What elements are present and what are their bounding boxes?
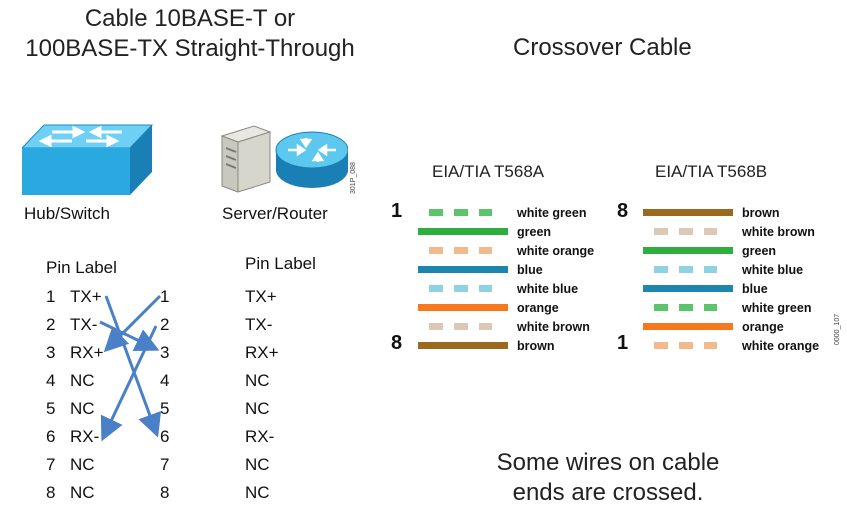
hub-switch-label: Hub/Switch <box>24 204 110 223</box>
striped-wire <box>418 209 492 216</box>
wire-label: white blue <box>742 263 804 277</box>
striped-wire <box>418 247 492 254</box>
arrow-rx-plus <box>103 294 162 353</box>
solid-wire <box>643 285 733 292</box>
right-pin-number: 8 <box>160 483 170 502</box>
right-pin-label: RX- <box>245 427 275 446</box>
left-pin-label: RX+ <box>70 343 104 362</box>
note-line1: Some wires on cable <box>496 449 720 476</box>
wire-label: orange <box>517 301 559 315</box>
left-pin-label: RX- <box>70 427 100 446</box>
striped-wire <box>418 323 492 330</box>
right-pin-header: Pin Label <box>245 254 316 273</box>
figure-code: 0000_107 <box>834 313 841 345</box>
solid-wire <box>643 209 733 216</box>
right-pin-label: RX+ <box>245 343 279 362</box>
wire-label: white brown <box>517 320 590 334</box>
wire-label: white green <box>742 301 812 315</box>
left-pin-number: 6 <box>46 427 56 446</box>
t568b-top-number: 8 <box>617 200 629 222</box>
wire-label: brown <box>517 339 555 353</box>
left-pin-number: 2 <box>46 315 56 334</box>
t568a-bottom-number: 8 <box>391 332 403 354</box>
right-pin-number: 5 <box>160 399 170 418</box>
t568a-top-number: 1 <box>391 200 403 222</box>
left-pin-number: 4 <box>46 371 56 390</box>
wire-label: green <box>517 225 552 239</box>
server-router-icon <box>220 125 348 193</box>
right-pin-label: NC <box>245 483 270 502</box>
straight-title-line2: 100BASE-TX Straight-Through <box>25 35 355 62</box>
left-pin-label: NC <box>70 455 95 474</box>
right-pin-number: 7 <box>160 455 170 474</box>
left-pin-number: 1 <box>46 287 56 306</box>
server-router-label: Server/Router <box>222 204 328 223</box>
right-pin-number: 4 <box>160 371 170 390</box>
striped-wire <box>418 285 492 292</box>
right-pin-number: 3 <box>160 343 170 362</box>
solid-wire <box>643 247 733 254</box>
wire-label: white orange <box>517 244 595 258</box>
wire-label: brown <box>742 206 780 220</box>
right-pin-label: TX- <box>245 315 273 334</box>
left-pin-label: TX- <box>70 315 98 334</box>
wire-label: white green <box>517 206 587 220</box>
wire-label: white brown <box>742 225 815 239</box>
left-pin-label: TX+ <box>70 287 102 306</box>
solid-wire <box>418 266 508 273</box>
wire-label: blue <box>517 263 543 277</box>
left-pin-number: 8 <box>46 483 56 502</box>
left-pin-number: 3 <box>46 343 56 362</box>
wire-label: white orange <box>742 339 820 353</box>
right-pin-number: 6 <box>160 427 170 446</box>
t568b-bottom-number: 1 <box>617 332 629 354</box>
solid-wire <box>643 323 733 330</box>
right-pin-label: NC <box>245 371 270 390</box>
solid-wire <box>418 228 508 235</box>
wire-label: white blue <box>517 282 579 296</box>
arrow-tx-plus <box>104 295 162 438</box>
note-line2: ends are crossed. <box>512 479 704 506</box>
left-pin-label: NC <box>70 399 95 418</box>
wire-label: green <box>742 244 777 258</box>
arrow-rx-minus <box>100 325 158 442</box>
straight-title-line1: Cable 10BASE-T or <box>84 5 296 32</box>
solid-wire <box>418 342 508 349</box>
crossed-wires-note: Some wires on cable ends are crossed. <box>468 448 748 508</box>
right-pin-label: TX+ <box>245 287 277 306</box>
wire-label: blue <box>742 282 768 296</box>
right-pin-label: NC <box>245 455 270 474</box>
left-pin-label: NC <box>70 371 95 390</box>
left-pin-number: 7 <box>46 455 56 474</box>
striped-wire <box>643 228 717 235</box>
right-pin-label: NC <box>245 399 270 418</box>
straight-through-title: Cable 10BASE-T or 100BASE-TX Straight-Th… <box>0 4 380 64</box>
striped-wire <box>643 342 717 349</box>
left-pin-header: Pin Label <box>46 258 117 277</box>
crossover-title: Crossover Cable <box>513 34 692 61</box>
left-pin-label: NC <box>70 483 95 502</box>
t568b-title: EIA/TIA T568B <box>655 162 768 181</box>
solid-wire <box>418 304 508 311</box>
wire-label: orange <box>742 320 784 334</box>
hub-switch-icon <box>22 124 154 195</box>
striped-wire <box>643 304 717 311</box>
t568a-title: EIA/TIA T568A <box>432 162 545 181</box>
striped-wire <box>643 266 717 273</box>
right-pin-number: 1 <box>160 287 170 306</box>
left-pin-number: 5 <box>46 399 56 418</box>
right-pin-number: 2 <box>160 315 170 334</box>
